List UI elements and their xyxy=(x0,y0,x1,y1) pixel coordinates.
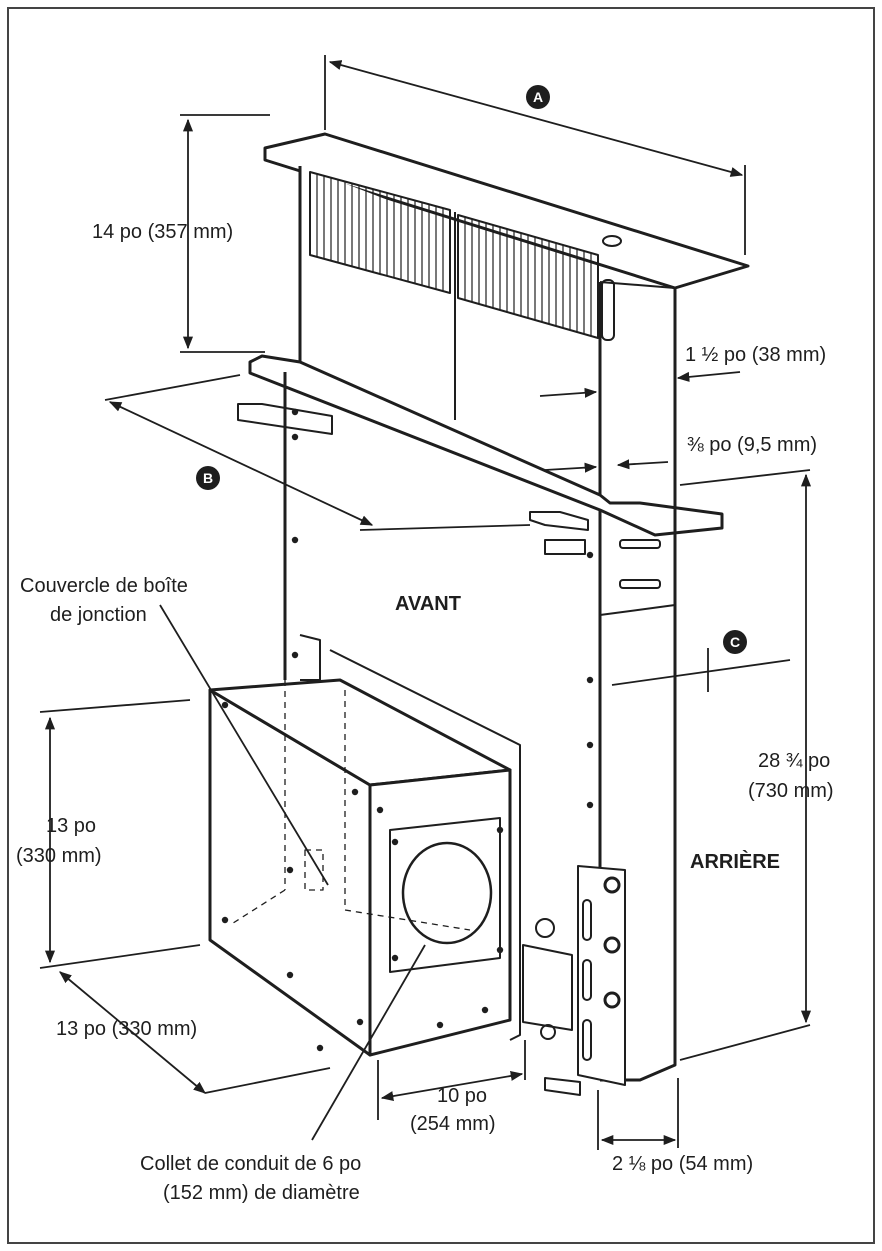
screw xyxy=(586,676,594,684)
junction-label-line2: de jonction xyxy=(50,604,147,626)
vent-grille xyxy=(309,171,599,339)
screw xyxy=(376,806,384,814)
screw xyxy=(356,1018,364,1026)
junction-label-line1: Couvercle de boîte xyxy=(20,575,188,597)
side-thickness-label: 1 ½ po (38 mm) xyxy=(685,344,826,366)
top-port xyxy=(602,235,622,247)
screw xyxy=(586,551,594,559)
screw xyxy=(221,701,229,709)
screw xyxy=(316,1044,324,1052)
screw xyxy=(496,946,504,954)
collar-plate xyxy=(389,817,501,973)
rear-offset-label: 2 ⅛ po (54 mm) xyxy=(612,1153,753,1175)
height-total-line2: (730 mm) xyxy=(748,780,834,802)
screw xyxy=(351,788,359,796)
appliance-drawing xyxy=(208,132,750,1096)
figure-border xyxy=(7,7,875,1244)
motor-depth-line2: (254 mm) xyxy=(410,1113,496,1135)
screw xyxy=(291,433,299,441)
screw xyxy=(291,651,299,659)
rear-bracket xyxy=(577,865,626,1086)
badge-a: A xyxy=(526,85,550,109)
lip-label: ⅜ po (9,5 mm) xyxy=(687,434,817,456)
screw xyxy=(221,916,229,924)
badge-a-text: A xyxy=(533,89,543,105)
screws xyxy=(221,408,594,1052)
mid-flange xyxy=(248,354,724,537)
motor-height-line2: (330 mm) xyxy=(16,845,102,867)
screw xyxy=(481,1006,489,1014)
junction-box-cover xyxy=(522,944,573,1031)
screw xyxy=(291,408,299,416)
screw xyxy=(586,801,594,809)
screw xyxy=(496,826,504,834)
motor-depth-line1: 10 po xyxy=(437,1085,487,1107)
collar-label-line2: (152 mm) de diamètre xyxy=(163,1182,360,1204)
motor-width-label: 13 po (330 mm) xyxy=(56,1018,197,1040)
front-label: AVANT xyxy=(395,593,461,615)
badge-b: B xyxy=(196,466,220,490)
side-handle xyxy=(601,279,615,341)
motor-height-line1: 13 po xyxy=(46,815,96,837)
badge-c-text: C xyxy=(730,634,740,650)
rear-label: ARRIÈRE xyxy=(690,850,780,873)
screw xyxy=(286,866,294,874)
motor-box-side xyxy=(368,768,512,1057)
screw xyxy=(391,954,399,962)
dimension-lines xyxy=(39,55,812,1150)
badge-c: C xyxy=(723,630,747,654)
screw xyxy=(436,1021,444,1029)
screw xyxy=(586,741,594,749)
vent-slats xyxy=(316,173,592,336)
height-total-line1: 28 ¾ po xyxy=(758,750,830,772)
height-top-label: 14 po (357 mm) xyxy=(92,221,233,243)
bracket-right xyxy=(529,511,589,531)
duct-collar xyxy=(401,841,493,945)
screw xyxy=(286,971,294,979)
screw xyxy=(291,536,299,544)
screw xyxy=(391,838,399,846)
collar-label-line1: Collet de conduit de 6 po xyxy=(140,1153,361,1175)
badge-b-text: B xyxy=(203,470,213,486)
